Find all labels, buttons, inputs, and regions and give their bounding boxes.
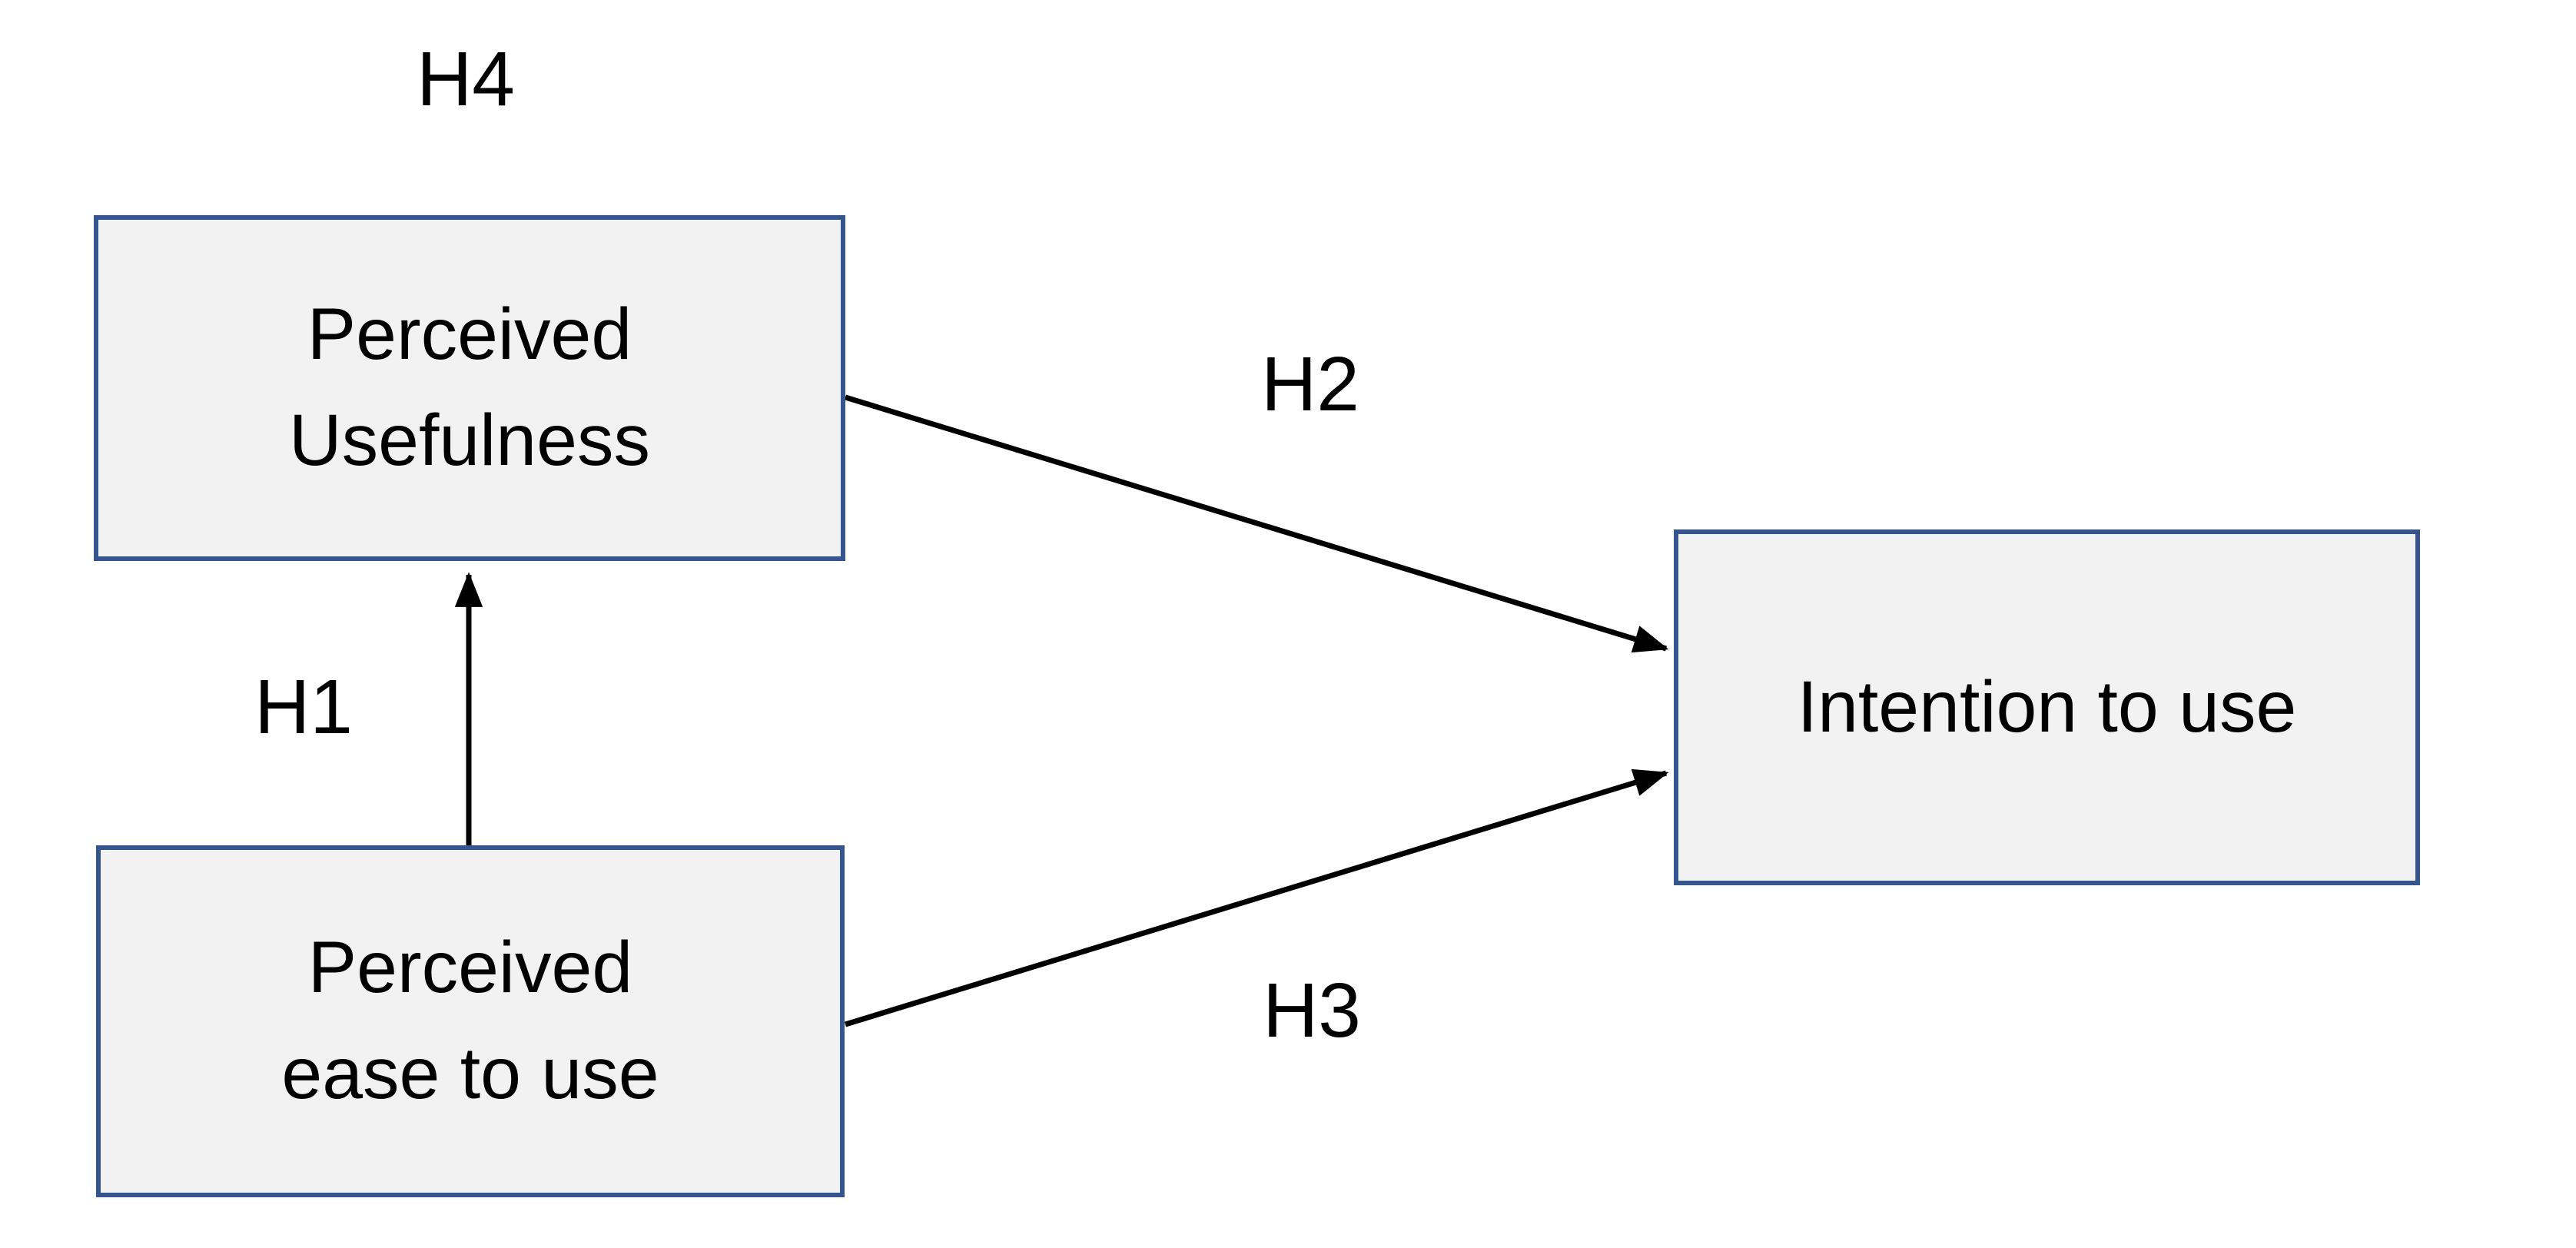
node-intention-to-use: Intention to use — [1674, 529, 2420, 885]
node-perceived-ease-to-use: Perceived ease to use — [96, 845, 845, 1197]
hypothesis-label-h1: H1 — [254, 664, 353, 750]
node-perceived-usefulness: Perceived Usefulness — [94, 215, 845, 561]
node-label-line: Usefulness — [289, 400, 650, 481]
node-label-line: ease to use — [281, 1033, 659, 1114]
hypothesis-label-h4: H4 — [417, 36, 515, 122]
h2-arrow — [844, 394, 1669, 653]
hypothesis-label-h3: H3 — [1263, 968, 1361, 1054]
h3-arrow — [844, 768, 1669, 1027]
node-label-line: Perceived — [307, 294, 632, 376]
node-label-line: Intention to use — [1797, 665, 2297, 748]
node-label-line: Perceived — [307, 927, 633, 1009]
hypothesis-label-h2: H2 — [1261, 341, 1359, 427]
